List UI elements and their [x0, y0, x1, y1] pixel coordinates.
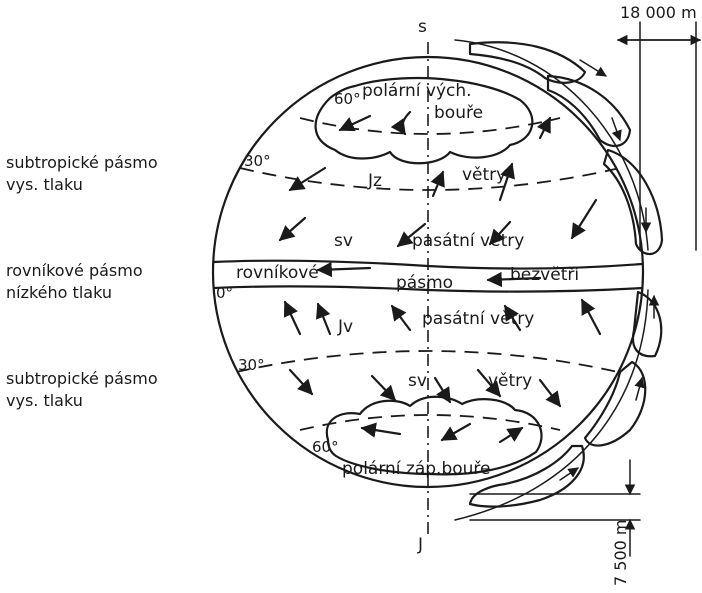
equatorial-label-3: bezvětří — [510, 265, 580, 285]
wind-arrow — [612, 118, 620, 140]
wind-arrow — [500, 428, 522, 442]
vetry-south-label: větry — [488, 371, 532, 391]
equator-label-1: rovníkové pásmo — [6, 261, 143, 280]
polar-north-label-1: polární vých. — [362, 81, 472, 101]
wind-arrow — [290, 370, 312, 394]
axis-north-label: s — [418, 17, 427, 37]
vetry-north-label: větry — [462, 165, 506, 185]
latitude-60s-label: 60° — [312, 438, 339, 456]
wind-arrow — [636, 378, 642, 400]
latitude-60n-line — [300, 118, 560, 134]
circulation-cell-5 — [585, 362, 645, 446]
jz-label: Jz — [367, 171, 382, 191]
wind-arrow — [280, 218, 305, 240]
latitude-30n-label: 30° — [244, 152, 271, 170]
wind-arrow — [318, 304, 330, 334]
wind-arrow — [442, 424, 470, 440]
equatorial-label-2: pásmo — [396, 273, 453, 293]
south-subtropic-label-1: subtropické pásmo — [6, 369, 158, 388]
wind-arrow — [540, 380, 560, 406]
scale-top-label: 18 000 m — [620, 3, 697, 22]
wind-arrow — [433, 172, 443, 196]
equator-label-2: nízkého tlaku — [6, 283, 112, 302]
wind-arrow — [540, 118, 550, 138]
wind-arrow — [318, 268, 370, 270]
sv-south-label: sv — [408, 371, 427, 391]
wind-arrow — [285, 302, 300, 334]
polar-south-label: polární záp.bouře — [342, 459, 491, 479]
latitude-30s-line — [236, 351, 618, 372]
scale-bottom-label: 7 500 m — [611, 520, 630, 586]
axis-south-label: J — [417, 535, 423, 555]
latitude-60n-label: 60° — [334, 90, 361, 108]
sv-north-label: sv — [334, 231, 353, 251]
polar-north-label-2: bouře — [434, 103, 483, 123]
latitude-0-label: 0° — [216, 284, 233, 302]
north-subtropic-label-2: vys. tlaku — [6, 175, 83, 194]
wind-arrow — [435, 378, 450, 402]
pasatni-south-label: pasátní větry — [422, 309, 534, 329]
wind-arrow — [402, 112, 410, 134]
wind-arrow — [582, 300, 600, 334]
south-subtropic-label-2: vys. tlaku — [6, 391, 83, 410]
pasatni-north-label: pasátní větry — [412, 231, 524, 251]
circulation-cell-3 — [604, 150, 662, 254]
wind-arrow — [372, 376, 395, 400]
north-subtropic-label-1: subtropické pásmo — [6, 153, 158, 172]
equatorial-label-1: rovníkové — [236, 263, 319, 283]
jv-label: Jv — [337, 317, 353, 337]
wind-arrow — [572, 200, 596, 238]
circulation-cell-1 — [470, 42, 585, 83]
latitude-30s-label: 30° — [238, 356, 265, 374]
wind-arrow — [392, 306, 410, 330]
wind-arrow — [362, 428, 400, 434]
